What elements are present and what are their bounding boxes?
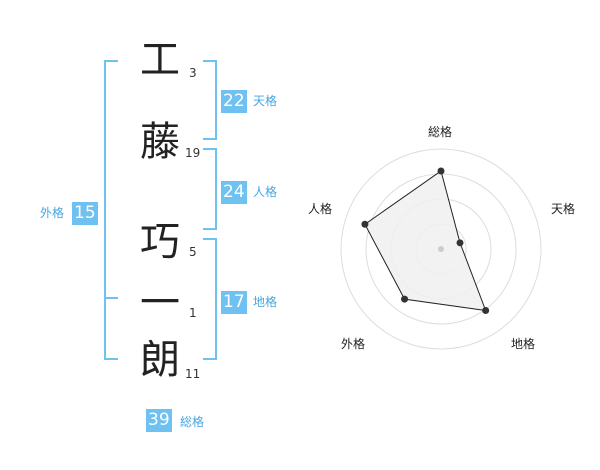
tenkaku-bracket	[203, 60, 217, 140]
name-char-4: 一	[140, 280, 180, 326]
radar-point-4	[401, 295, 409, 303]
stroke-count-3: 5	[189, 245, 197, 259]
radar-axis-label-gaikaku: 外格	[341, 337, 366, 351]
name-char-1: 工	[140, 37, 180, 83]
jinkaku-label: 人格	[253, 185, 278, 199]
radar-point-2	[456, 239, 464, 247]
radar-center-dot	[438, 246, 444, 252]
name-char-3: 巧	[140, 219, 180, 265]
stroke-count-5: 11	[185, 367, 201, 381]
gaikaku-bracket-divider	[104, 297, 118, 299]
radar-axis-label-chikaku: 地格	[511, 337, 536, 351]
radar-axis-label-jinkaku: 人格	[308, 202, 333, 216]
tenkaku-label: 天格	[253, 94, 278, 108]
gaikaku-bracket	[104, 60, 118, 360]
jinkaku-bracket	[203, 148, 217, 230]
chikaku-badge: 17	[221, 291, 247, 314]
tenkaku-badge: 22	[221, 90, 247, 113]
radar-axis-label-soukaku: 総格	[428, 125, 453, 139]
name-char-5: 朗	[140, 337, 180, 383]
radar-polygon	[364, 170, 487, 312]
stroke-count-2: 19	[185, 146, 201, 160]
gaikaku-label: 外格	[40, 206, 65, 220]
radar-point-1	[437, 167, 445, 175]
gaikaku-badge: 15	[72, 202, 98, 225]
name-char-2: 藤	[140, 119, 180, 165]
radar-ring	[340, 148, 542, 350]
radar-point-5	[361, 220, 369, 228]
stroke-count-1: 3	[189, 66, 197, 80]
radar-point-3	[482, 306, 490, 314]
chikaku-label: 地格	[253, 295, 278, 309]
jinkaku-badge: 24	[221, 181, 247, 204]
chikaku-bracket	[203, 238, 217, 360]
soukaku-badge: 39	[146, 409, 172, 432]
radar-axis-label-tenkaku: 天格	[551, 202, 576, 216]
stroke-count-4: 1	[189, 306, 197, 320]
soukaku-label: 総格	[180, 415, 205, 429]
